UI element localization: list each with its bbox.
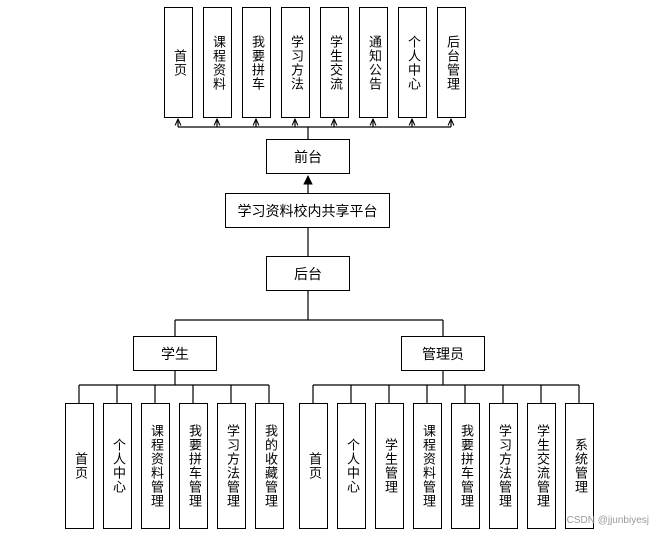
student-module-label: 个人中心 <box>110 438 125 494</box>
admin-module-label: 我要拼车管理 <box>458 424 473 508</box>
frontend-module-course-materials: 课程资料 <box>203 7 232 118</box>
admin-node-label: 管理员 <box>422 346 464 363</box>
student-module-label: 首页 <box>72 452 87 480</box>
admin-module-carpool-management: 我要拼车管理 <box>451 403 480 529</box>
root-node: 学习资料校内共享平台 <box>225 193 390 228</box>
admin-module-label: 个人中心 <box>344 438 359 494</box>
frontend-module-label: 首页 <box>171 48 186 77</box>
frontend-module-student-exchange: 学生交流 <box>320 7 349 118</box>
admin-module-system-management: 系统管理 <box>565 403 594 529</box>
student-module-label: 我的收藏管理 <box>262 424 277 508</box>
student-module-study-methods-management: 学习方法管理 <box>217 403 246 529</box>
student-module-label: 我要拼车管理 <box>186 424 201 508</box>
admin-module-student-exchange-management: 学生交流管理 <box>527 403 556 529</box>
admin-module-course-materials-management: 课程资料管理 <box>413 403 442 529</box>
frontend-module-label: 后台管理 <box>444 34 459 91</box>
student-node: 学生 <box>133 336 217 371</box>
admin-module-study-methods-management: 学习方法管理 <box>489 403 518 529</box>
student-module-label: 学习方法管理 <box>224 424 239 508</box>
student-module-home: 首页 <box>65 403 94 529</box>
frontend-module-study-methods: 学习方法 <box>281 7 310 118</box>
frontend-module-label: 通知公告 <box>366 34 381 91</box>
student-module-favorites-management: 我的收藏管理 <box>255 403 284 529</box>
admin-node: 管理员 <box>401 336 485 371</box>
frontend-module-notices: 通知公告 <box>359 7 388 118</box>
admin-module-personal-center: 个人中心 <box>337 403 366 529</box>
admin-module-home: 首页 <box>299 403 328 529</box>
student-module-label: 课程资料管理 <box>148 424 163 508</box>
student-module-personal-center: 个人中心 <box>103 403 132 529</box>
frontend-node-label: 前台 <box>294 149 322 166</box>
frontend-module-home: 首页 <box>164 7 193 118</box>
admin-module-label: 课程资料管理 <box>420 424 435 508</box>
admin-module-label: 学生交流管理 <box>534 424 549 508</box>
frontend-node: 前台 <box>266 139 350 174</box>
frontend-module-label: 个人中心 <box>405 34 420 91</box>
watermark: CSDN @jjunbiyesj <box>566 515 649 526</box>
frontend-module-carpool: 我要拼车 <box>242 7 271 118</box>
frontend-module-label: 学习方法 <box>288 34 303 91</box>
student-module-course-materials-management: 课程资料管理 <box>141 403 170 529</box>
admin-module-label: 学生管理 <box>382 438 397 494</box>
frontend-module-personal-center: 个人中心 <box>398 7 427 118</box>
frontend-module-label: 我要拼车 <box>249 34 264 91</box>
frontend-module-label: 课程资料 <box>210 34 225 91</box>
admin-module-label: 系统管理 <box>572 438 587 494</box>
backend-node: 后台 <box>266 256 350 291</box>
admin-module-student-management: 学生管理 <box>375 403 404 529</box>
frontend-module-admin-entry: 后台管理 <box>437 7 466 118</box>
admin-module-label: 学习方法管理 <box>496 424 511 508</box>
frontend-module-label: 学生交流 <box>327 34 342 91</box>
admin-module-label: 首页 <box>306 452 321 480</box>
student-module-carpool-management: 我要拼车管理 <box>179 403 208 529</box>
backend-node-label: 后台 <box>294 266 322 283</box>
student-node-label: 学生 <box>161 346 189 363</box>
root-node-label: 学习资料校内共享平台 <box>237 203 378 220</box>
